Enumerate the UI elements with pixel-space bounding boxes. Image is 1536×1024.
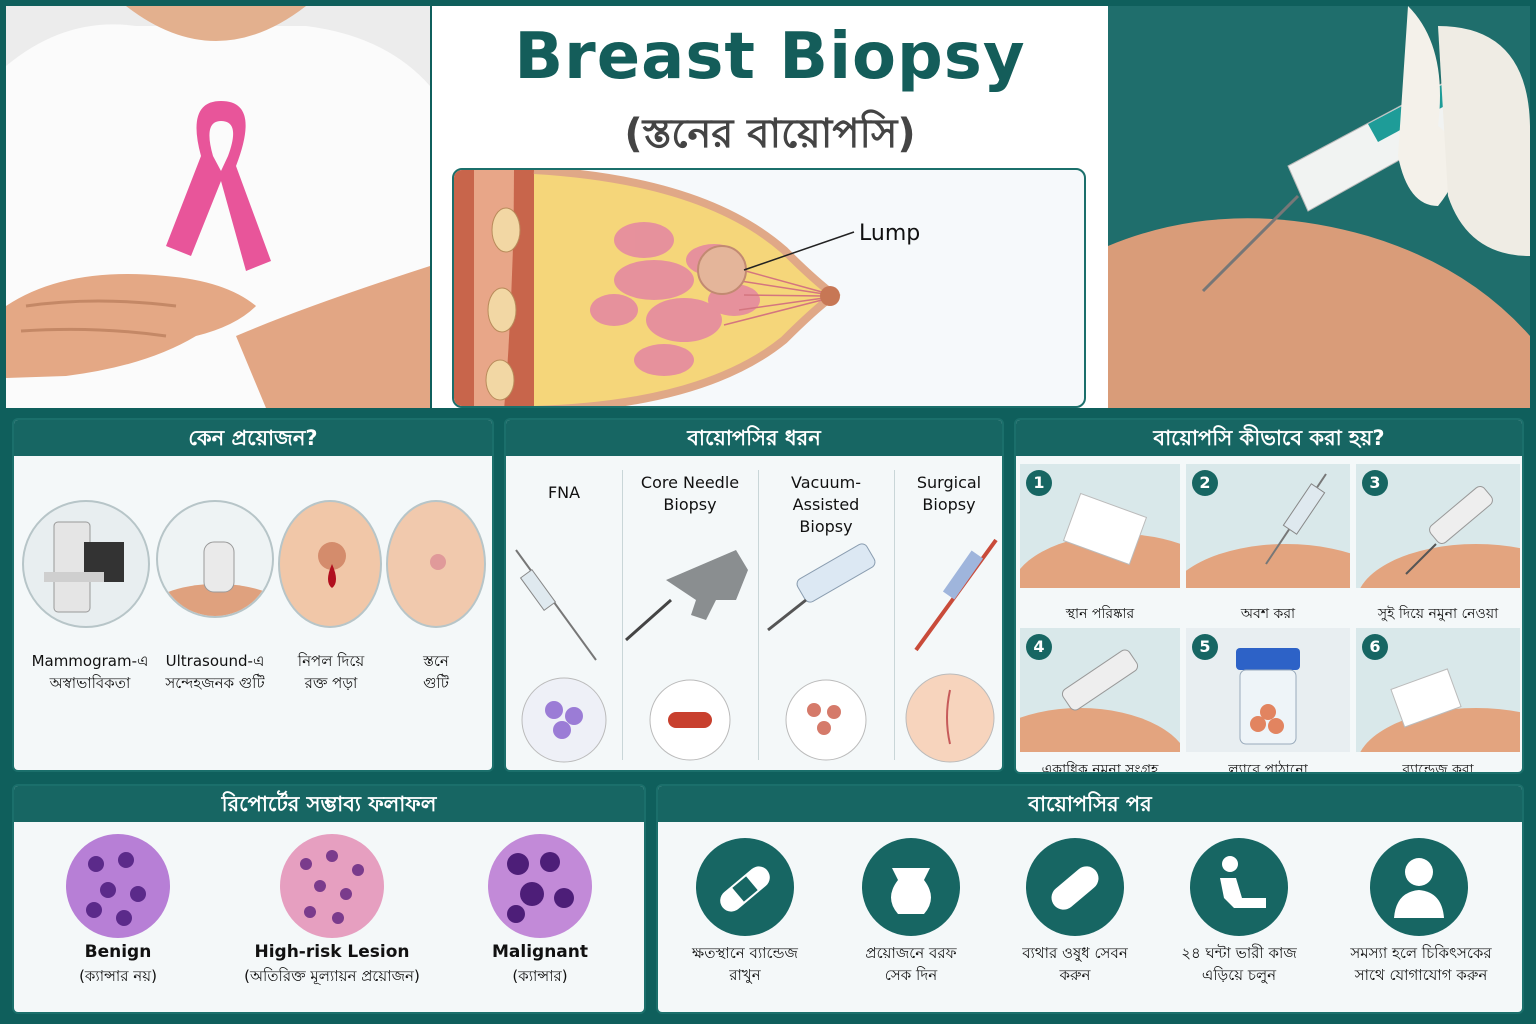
rest-icon	[1190, 838, 1288, 936]
malignant-cells-icon	[488, 834, 592, 938]
nipple-bleeding-icon	[278, 500, 382, 628]
page-title: Breast Biopsy	[514, 20, 1026, 94]
step-6-label: ব্যান্ডেজ করা	[1402, 762, 1474, 774]
step-5-label: ল্যাবে পাঠানো	[1228, 762, 1308, 774]
ultrasound-probe-icon	[156, 500, 274, 618]
result-benign: Benign(ক্যান্সার নয়)	[79, 942, 157, 985]
bandage-icon	[696, 838, 794, 936]
possible-results-header: রিপোর্টের সম্ভাব্য ফলাফল	[14, 786, 644, 822]
title-section: Breast Biopsy (স্তনের বায়োপসি)	[432, 6, 1108, 408]
awareness-photo	[6, 6, 430, 408]
biopsy-types-header: বায়োপসির ধরন	[506, 420, 1002, 456]
how-performed-header: বায়োপসি কীভাবে করা হয়?	[1016, 420, 1522, 456]
mammogram-machine-icon	[22, 500, 150, 628]
step-4-multiple-samples-icon: 4	[1020, 628, 1180, 752]
surgical-incision-icon	[905, 673, 995, 763]
page-subtitle: (স্তনের বায়োপসি)	[624, 111, 916, 157]
breast-lump-icon	[386, 500, 486, 628]
biopsy-procedure-photo	[1108, 6, 1530, 408]
vacuum-device-icon	[767, 543, 876, 632]
step-3-label: সুই দিয়ে নমুনা নেওয়া	[1377, 606, 1499, 622]
ice-pack-icon	[862, 838, 960, 936]
step-2-anesthesia-icon: 2	[1186, 464, 1350, 588]
biopsy-tools-illustration	[515, 538, 998, 763]
step-1-clean-icon: 1	[1020, 464, 1180, 588]
lump-shape	[697, 245, 747, 295]
doctor-icon	[1370, 838, 1468, 936]
high-risk-cells-icon	[280, 834, 384, 938]
step-5-lab-container-icon: 5	[1186, 628, 1350, 752]
how-performed-panel: বায়োপসি কীভাবে করা হয়? 1 2 3 স্থান পরি…	[1014, 418, 1524, 774]
vacuum-samples-icon	[785, 679, 867, 761]
result-malignant: Malignant(ক্যান্সার)	[491, 942, 588, 985]
step-3-needle-sample-icon: 3	[1356, 464, 1520, 588]
benign-cells-icon	[66, 834, 170, 938]
syringe-icon	[515, 549, 597, 661]
scalpel-icon	[914, 538, 998, 652]
pink-ribbon-icon	[166, 101, 271, 271]
core-needle-gun-icon	[625, 550, 748, 642]
why-needed-header: কেন প্রয়োজন?	[14, 420, 492, 456]
pill-icon	[1026, 838, 1124, 936]
breast-anatomy-diagram: Lump	[452, 168, 1086, 408]
step-1-label: স্থান পরিষ্কার	[1065, 606, 1135, 622]
step-2-label: অবশ করা	[1240, 606, 1296, 622]
result-high-risk: High-risk Lesion(অতিরিক্ত মূল্যায়ন প্রয…	[244, 942, 420, 985]
step-6-bandage-icon: 6	[1356, 628, 1520, 752]
why-item-3: নিপল দিয়েরক্ত পড়া	[297, 652, 365, 692]
step-4-label: একাধিক নমুনা সংগ্রহ	[1041, 762, 1159, 774]
lump-label: Lump	[859, 221, 920, 246]
possible-results-panel: রিপোর্টের সম্ভাব্য ফলাফল Benign(ক্যান্সা…	[12, 784, 646, 1014]
type-fna-label: FNA	[547, 483, 581, 502]
fna-cells-icon	[521, 677, 607, 763]
after-biopsy-header: বায়োপসির পর	[658, 786, 1522, 822]
why-item-4: স্তনেগুটি	[423, 652, 449, 692]
